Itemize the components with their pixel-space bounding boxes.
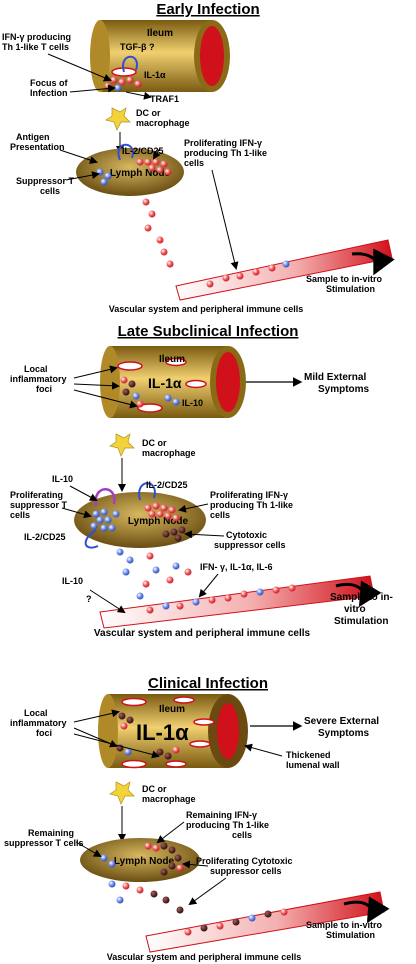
clinical-dc-icon	[109, 781, 135, 805]
late-il2-left-label: IL-2/CD25	[24, 532, 66, 542]
clinical-migrating-cells	[108, 880, 184, 914]
late-node-cells	[90, 502, 186, 542]
early-ifn-arrow	[47, 53, 112, 82]
late-il2-loop-left	[84, 529, 99, 549]
clinical-prolif-cyto-arrow-a	[182, 860, 209, 869]
late-local-arrow-b	[73, 381, 120, 390]
late-cytotoxic-arrow	[184, 530, 225, 539]
early-migrating-cells	[142, 198, 174, 268]
early-vascular-label: Vascular system and peripheral immune ce…	[109, 304, 304, 314]
early-section: Early Infection Ileum TGF-β ? IL-1α IFN-…	[2, 1, 395, 314]
late-question-label: ?	[86, 594, 92, 604]
early-suppressor-arrow	[65, 171, 100, 181]
early-il2-label: IL-2/CD25	[122, 146, 164, 156]
early-dc-icon	[105, 107, 131, 131]
early-il1a-label: IL-1α	[144, 70, 166, 80]
early-tgf-label: TGF-β ?	[120, 42, 154, 52]
clinical-thick-arrow	[244, 743, 283, 757]
late-il10-left-arrow	[69, 485, 98, 501]
clinical-remain-supp-arrow	[75, 841, 102, 858]
early-lymph-label: Lymph Node	[110, 168, 171, 179]
clinical-ileum-label: Ileum	[159, 704, 185, 715]
clinical-prolif-cyto-arrow-b	[188, 877, 227, 906]
early-prolif-arrow-a	[152, 147, 161, 160]
early-traf-label: TRAF1	[150, 94, 179, 104]
late-il10-left-label: IL-10	[52, 474, 73, 484]
late-il10-label: IL-10	[182, 398, 203, 408]
clinical-local-arrow-a	[73, 709, 120, 723]
early-antigen-arrow	[59, 149, 98, 164]
late-il2-top-label: IL-2/CD25	[146, 480, 188, 490]
late-vascular-label: Vascular system and peripheral immune ce…	[94, 628, 311, 639]
late-ileum-cells	[120, 376, 180, 408]
early-traf-arrow	[125, 91, 152, 100]
clinical-lymph-label: Lymph Node	[114, 856, 175, 867]
late-cytokines-label: IFN- γ, IL-1α, IL-6	[200, 562, 273, 572]
clinical-remain-ifn-arrow	[156, 821, 185, 844]
late-local-arrow-c	[73, 389, 138, 409]
clinical-vessel-cells	[184, 908, 288, 936]
early-prolif-arrow-b	[211, 169, 239, 270]
early-tgf-loop	[122, 55, 138, 73]
clinical-sample-arrow	[343, 896, 390, 924]
early-vessel-cells	[206, 260, 290, 288]
late-vessel-cells	[146, 584, 296, 614]
early-title: Early Infection	[156, 1, 259, 18]
late-section: Late Subclinical Infection Ileum IL-1α I…	[10, 323, 393, 639]
clinical-node-cells	[100, 842, 184, 876]
late-il10-bottom-arrow	[89, 589, 126, 614]
early-focus-arrow	[69, 84, 116, 93]
late-title: Late Subclinical Infection	[118, 323, 299, 340]
late-sample-arrow	[335, 580, 382, 608]
early-il2-loop	[117, 143, 134, 161]
late-migrating-cells	[116, 548, 192, 600]
late-lymph-label: Lymph Node	[128, 516, 189, 527]
late-il1a-label: IL-1α	[148, 375, 182, 391]
early-ileum-label: Ileum	[147, 28, 173, 39]
late-local-arrow-a	[73, 365, 118, 379]
late-prolif-ifn-arrow	[178, 503, 209, 513]
late-il10-bottom-label: IL-10	[62, 576, 83, 586]
late-dc-icon	[109, 433, 135, 457]
clinical-il1a-label: IL-1α	[136, 720, 189, 745]
late-prolif-supp-arrow	[61, 507, 92, 519]
clinical-local-arrow-c	[73, 733, 160, 759]
late-il2-loop-top	[138, 482, 156, 501]
late-cytokines-arrow	[198, 573, 219, 598]
clinical-vascular-label: Vascular system and peripheral immune ce…	[107, 952, 302, 962]
early-sample-arrow	[351, 248, 395, 276]
clinical-title: Clinical Infection	[148, 675, 268, 692]
late-ileum-label: Ileum	[159, 354, 185, 365]
